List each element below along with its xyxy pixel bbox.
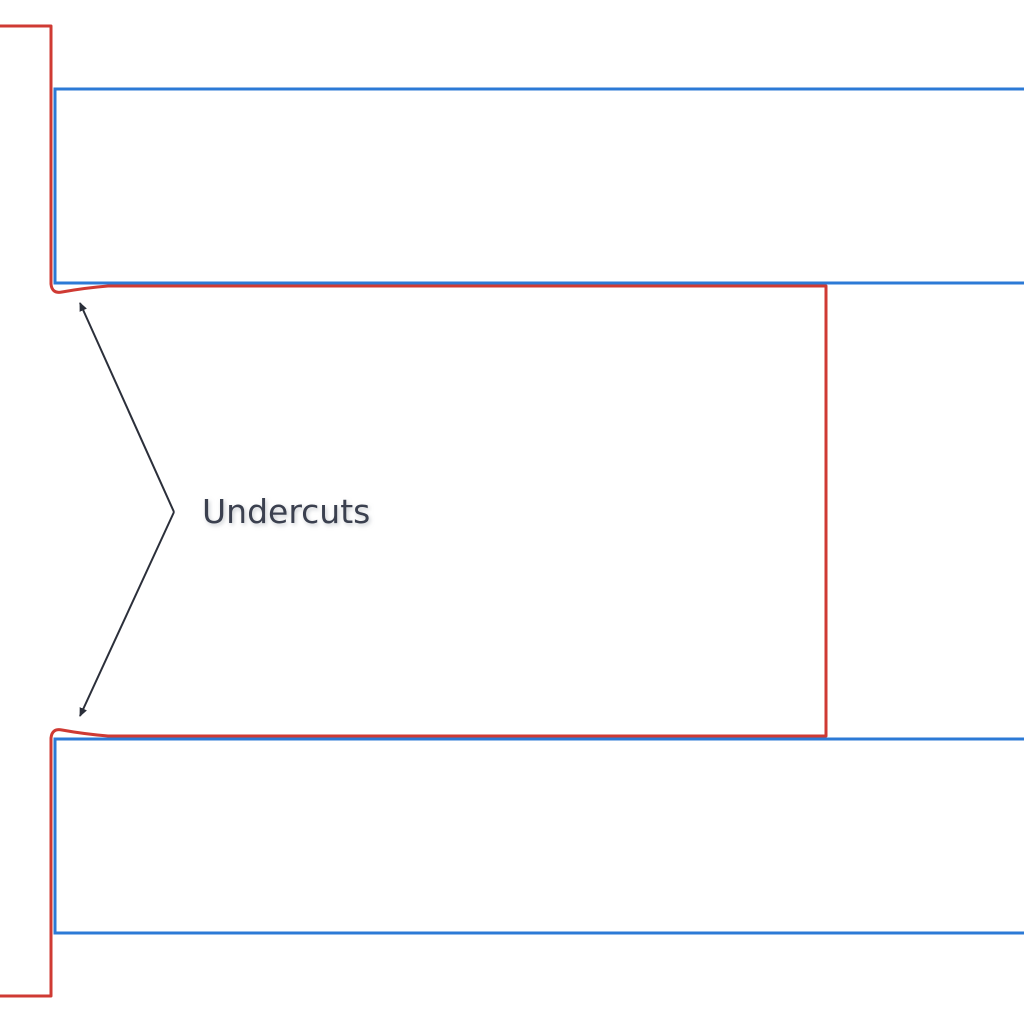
undercut-callout (79, 302, 175, 717)
callout-arrow-upper (79, 302, 175, 513)
callout-arrow-lower (79, 511, 175, 717)
upper-plate-outline (53, 87, 1024, 285)
undercuts-label: Undercuts (202, 492, 370, 531)
lower-plate-outline (53, 737, 1024, 935)
red-profile-outline (0, 24, 828, 998)
